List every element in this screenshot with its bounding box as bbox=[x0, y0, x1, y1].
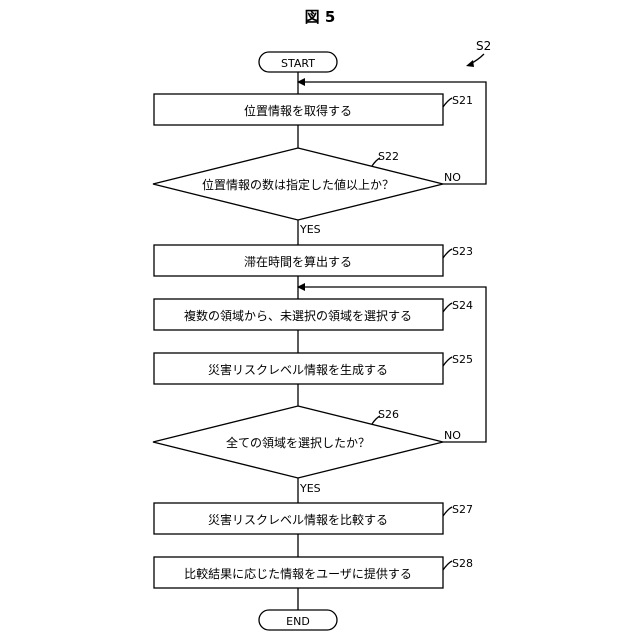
step-leader-s25 bbox=[443, 357, 452, 366]
step-leader-s21 bbox=[443, 98, 452, 107]
decision-label-s26: 全ての領域を選択したか？ bbox=[226, 435, 370, 450]
branch-label-s22-yes: YES bbox=[299, 223, 321, 236]
step-label-s27: S27 bbox=[452, 503, 473, 516]
step-label-s21: S21 bbox=[452, 94, 473, 107]
process-label-s27: 災害リスクレベル情報を比較する bbox=[208, 512, 388, 527]
step-leader-s24 bbox=[443, 303, 452, 312]
end-label: END bbox=[286, 615, 310, 628]
branch-label-s26-yes: YES bbox=[299, 482, 321, 495]
decision-label-s22: 位置情報の数は指定した値以上か？ bbox=[202, 177, 394, 192]
step-label-s26: S26 bbox=[378, 408, 399, 421]
step-label-s28: S28 bbox=[452, 557, 473, 570]
process-label-s24: 複数の領域から、未選択の領域を選択する bbox=[184, 308, 412, 323]
process-label-s28: 比較結果に応じた情報をユーザに提供する bbox=[184, 566, 412, 581]
branch-label-s26-no: NO bbox=[444, 429, 461, 442]
start-label: START bbox=[281, 57, 315, 70]
process-label-s23: 滞在時間を算出する bbox=[244, 254, 352, 269]
step-label-s25: S25 bbox=[452, 353, 473, 366]
step-label-s23: S23 bbox=[452, 245, 473, 258]
step-leader-s23 bbox=[443, 249, 452, 258]
figure-title: 図 5 bbox=[305, 8, 336, 26]
figure-ref-arrowhead bbox=[466, 60, 474, 67]
figure-ref-label: S2 bbox=[476, 39, 491, 53]
step-label-s24: S24 bbox=[452, 299, 473, 312]
process-label-s21: 位置情報を取得する bbox=[244, 103, 352, 118]
process-label-s25: 災害リスクレベル情報を生成する bbox=[208, 362, 388, 377]
step-leader-s27 bbox=[443, 507, 452, 516]
step-leader-s28 bbox=[443, 561, 452, 570]
step-label-s22: S22 bbox=[378, 150, 399, 163]
branch-label-s22-no: NO bbox=[444, 171, 461, 184]
